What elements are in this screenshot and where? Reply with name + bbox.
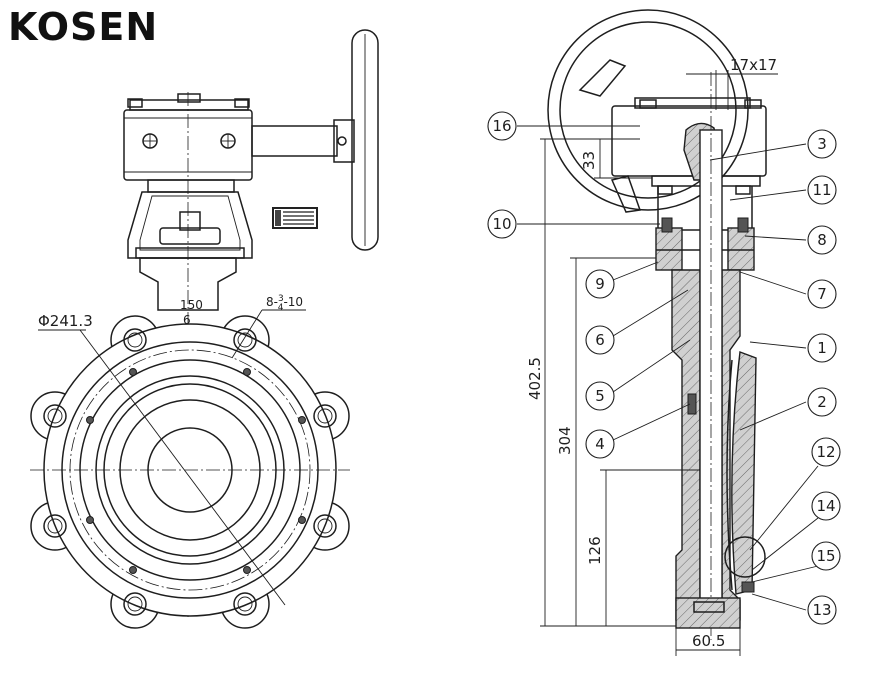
svg-text:15: 15 [816,547,835,565]
bolt-holes [43,328,337,616]
callout-2: 2 [807,387,837,417]
callout-7: 7 [807,279,837,309]
callout-11: 11 [807,175,837,205]
dim-flange-diameter: Φ241.3 [38,312,93,330]
svg-text:16: 16 [492,117,511,135]
front-view: 150 6 [30,29,379,629]
svg-text:8: 8 [817,231,827,249]
dim-33: 33 [580,151,598,170]
dim-key-size: 17x17 [730,56,777,74]
svg-text:11: 11 [812,181,831,199]
top-flange-right [727,227,755,271]
bottom-cover [675,597,741,629]
callout-5: 5 [585,381,615,411]
dim-304: 304 [556,426,574,455]
callout-9: 9 [585,269,615,299]
svg-text:5: 5 [595,387,605,405]
callout-10: 10 [487,209,517,239]
handwheel [547,9,749,213]
svg-text:12: 12 [816,443,835,461]
callout-leaders [517,125,819,611]
top-flange-left [655,227,683,271]
detail-circle [724,536,766,578]
callout-6: 6 [585,325,615,355]
body-section-left [671,269,701,627]
brand-logo: KOSEN [8,5,158,49]
callout-1: 1 [807,333,837,363]
svg-text:10: 10 [492,215,511,233]
svg-text:3: 3 [817,135,827,153]
dim-6: 6 [183,313,191,327]
mounting-bracket [127,191,253,259]
bolt-circle-points [86,368,306,574]
callout-13: 13 [807,595,837,625]
pin [687,393,697,415]
svg-text:7: 7 [817,285,827,303]
svg-text:14: 14 [816,497,835,515]
gearbox [123,93,355,193]
valve-neck [139,257,237,311]
disc-section [731,351,757,595]
svg-text:1: 1 [817,339,827,357]
svg-text:4: 4 [595,435,605,453]
dim-150: 150 [180,298,203,312]
svg-text:2: 2 [817,393,827,411]
dim-60-5: 60.5 [692,632,725,650]
callout-4: 4 [585,429,615,459]
callout-15: 15 [811,541,841,571]
dim-402-5: 402.5 [526,357,544,400]
callout-12: 12 [811,437,841,467]
side-view: 17x17 33 402.5 304 126 60.5 [517,9,819,656]
nameplate [272,207,318,229]
callout-3: 3 [807,129,837,159]
dim-126: 126 [586,536,604,565]
svg-text:13: 13 [812,601,831,619]
callout-14: 14 [811,491,841,521]
callout-16: 16 [487,111,517,141]
handwheel-side [351,29,379,251]
svg-text:9: 9 [595,275,605,293]
callout-8: 8 [807,225,837,255]
svg-text:6: 6 [595,331,605,349]
